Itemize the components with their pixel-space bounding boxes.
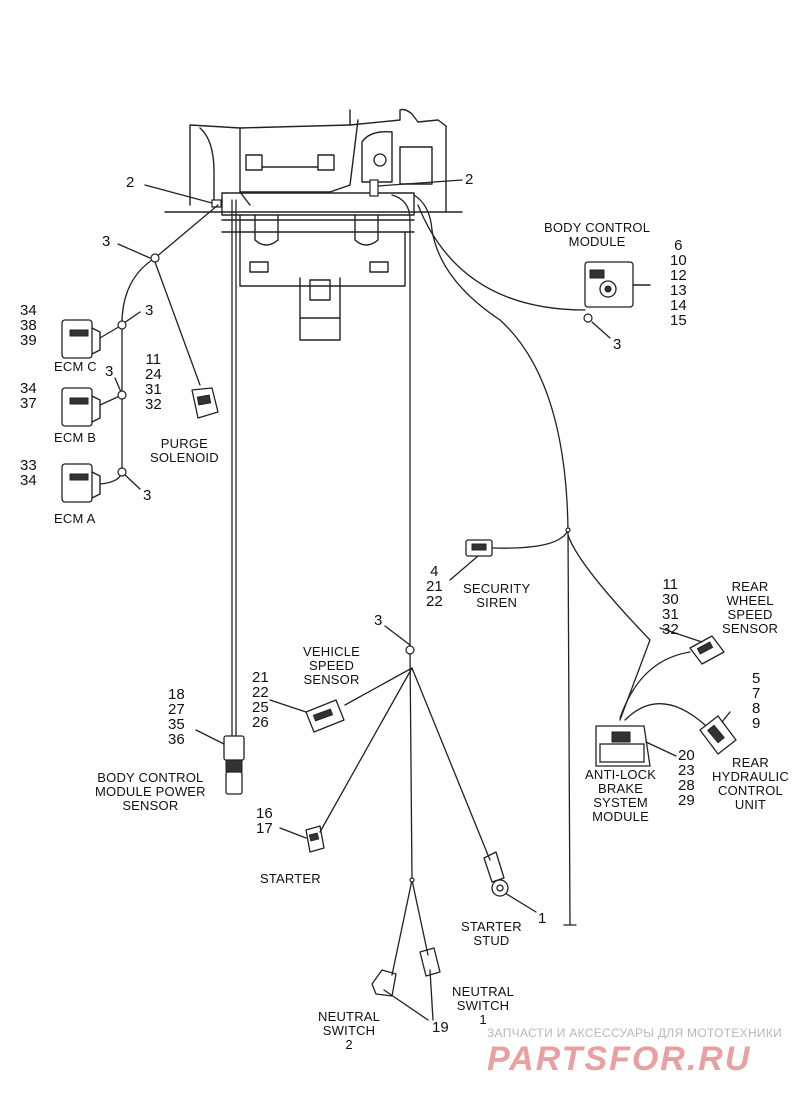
- leader-lines: [114, 179, 731, 1021]
- label-ecm-b: ECM B: [54, 430, 97, 445]
- neutral-switch-connectors: [371, 947, 441, 997]
- callout-security-siren: 4 21 22: [426, 563, 443, 610]
- starter-connector: [305, 825, 325, 853]
- rear-wheel-speed-sensor-connector: [689, 635, 725, 665]
- vehicle-speed-sensor-connector: [305, 699, 345, 733]
- callout-starter: 16 17: [256, 805, 273, 837]
- label-ecm-a: ECM A: [54, 511, 96, 526]
- callout-bcm-power-sensor: 18 27 35 36: [168, 686, 185, 748]
- label-ecm-c: ECM C: [54, 359, 97, 374]
- callout-tie-center: 3: [374, 612, 383, 629]
- label-body-control-module: BODY CONTROL MODULE: [544, 220, 651, 249]
- label-bcm-power-sensor: BODY CONTROL MODULE POWER SENSOR: [95, 770, 206, 813]
- label-starter-stud: STARTER STUD: [461, 919, 522, 948]
- watermark-logo: PARTSFOR.RU: [487, 1040, 752, 1078]
- security-siren-connector: [465, 539, 493, 557]
- label-starter: STARTER: [260, 871, 321, 886]
- callout-bracket-left: 2: [126, 174, 135, 191]
- ecm-b-connector: [61, 387, 101, 427]
- ecm-a-connector: [61, 463, 101, 503]
- callout-tie-ecm-a: 3: [143, 487, 152, 504]
- callout-rear-wheel-speed-sensor: 11 30 31 32: [662, 576, 679, 638]
- starter-stud-terminal: [483, 851, 509, 897]
- callout-ecm-c: 34 38 39: [20, 302, 37, 349]
- body-control-module: [584, 261, 651, 308]
- watermark-caption: ЗАПЧАСТИ И АКСЕССУАРЫ ДЛЯ МОТОТЕХНИКИ: [487, 1026, 783, 1040]
- purge-solenoid-connector: [191, 387, 219, 419]
- label-neutral-switch-2: NEUTRAL SWITCH 2: [318, 1009, 381, 1052]
- label-neutral-switch-1: NEUTRAL SWITCH 1: [452, 984, 515, 1027]
- abs-module: [595, 725, 651, 767]
- callout-tie-ecm-c: 3: [145, 302, 154, 319]
- callout-vehicle-speed-sensor: 21 22 25 26: [252, 669, 269, 731]
- label-rear-wheel-speed-sensor: REAR WHEEL SPEED SENSOR: [722, 579, 779, 636]
- callout-rear-hydraulic-control-unit: 5 7 8 9: [752, 670, 761, 732]
- callout-purge-solenoid: 11 24 31 32: [145, 351, 162, 413]
- callout-tie-body-control: 3: [613, 336, 622, 353]
- callout-starter-stud: 1: [538, 910, 547, 927]
- harness-wires: [99, 194, 706, 976]
- label-vehicle-speed-sensor: VEHICLE SPEED SENSOR: [303, 644, 361, 687]
- callout-ecm-a: 33 34: [20, 457, 37, 489]
- label-rear-hydraulic-control-unit: REAR HYDRAULIC CONTROL UNIT: [712, 755, 789, 812]
- label-abs-module: ANTI-LOCK BRAKE SYSTEM MODULE: [585, 767, 657, 824]
- callout-neutral-switches: 19: [432, 1019, 449, 1036]
- callout-tie-ecm-b: 3: [105, 363, 114, 380]
- callout-tie-upper-left: 3: [102, 233, 111, 250]
- ecm-c-connector: [61, 319, 101, 359]
- bcm-power-sensor-connector: [223, 735, 245, 795]
- callout-abs-module: 20 23 28 29: [678, 747, 695, 809]
- frame-structure: [164, 108, 463, 341]
- rear-hydraulic-control-unit-connector: [699, 715, 737, 755]
- label-purge-solenoid: PURGE SOLENOID: [150, 436, 219, 465]
- tie-wraps: [117, 253, 593, 883]
- label-security-siren: SECURITY SIREN: [463, 581, 531, 610]
- callout-ecm-b: 34 37: [20, 380, 37, 412]
- callout-bracket-right: 2: [465, 171, 474, 188]
- callout-body-control-module: 6 10 12 13 14 15: [670, 237, 687, 329]
